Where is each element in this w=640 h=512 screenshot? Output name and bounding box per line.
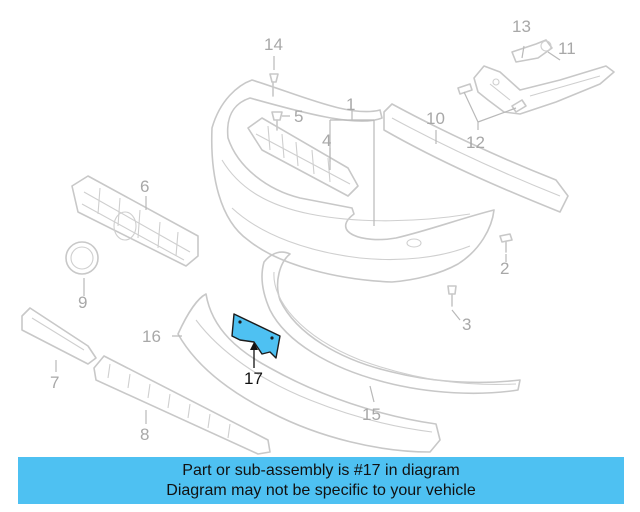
reinforcement-strip: [383, 103, 569, 213]
callout-15: 15: [362, 405, 381, 424]
callout-5: 5: [294, 107, 303, 126]
banner-line-2: Diagram may not be specific to your vehi…: [166, 482, 476, 499]
info-banner: Part or sub-assembly is #17 in diagram D…: [18, 457, 624, 504]
screw-14: [269, 73, 279, 97]
side-bracket: [473, 65, 615, 115]
callout-11: 11: [558, 39, 576, 58]
callout-1: 1: [346, 95, 355, 114]
callout-14: 14: [264, 35, 283, 54]
callout-16: 16: [142, 327, 161, 346]
leader-lines: [55, 45, 561, 424]
callout-6: 6: [140, 177, 149, 196]
callout-7: 7: [50, 373, 59, 392]
center-grille: [247, 117, 359, 197]
bumper-cover: [210, 79, 495, 283]
screws-12: [457, 83, 527, 113]
lower-grille-center: [93, 355, 271, 455]
callout-10: 10: [426, 109, 445, 128]
left-grille: [71, 175, 199, 267]
trim-molding: [261, 251, 521, 395]
callout-13: 13: [512, 17, 531, 36]
bolt-13: [511, 39, 553, 63]
lower-spoiler: [177, 293, 441, 453]
callout-3: 3: [462, 315, 471, 334]
callout-12: 12: [466, 133, 485, 152]
callout-labels: 1 2 3 4 5 6 7 8 9 10 11 12 13 14 15 16 1…: [50, 17, 576, 444]
screw-3: [447, 285, 457, 307]
callout-8: 8: [140, 425, 149, 444]
callout-17: 17: [244, 369, 263, 388]
emblem: [65, 241, 99, 275]
callout-2: 2: [500, 259, 509, 278]
callout-9: 9: [78, 293, 87, 312]
callout-4: 4: [322, 131, 331, 150]
screw-2: [499, 233, 513, 253]
screw-5: [271, 111, 283, 131]
lower-grille-left: [21, 307, 97, 365]
license-bracket-highlighted: [231, 313, 281, 359]
banner-line-1: Part or sub-assembly is #17 in diagram: [182, 462, 460, 479]
